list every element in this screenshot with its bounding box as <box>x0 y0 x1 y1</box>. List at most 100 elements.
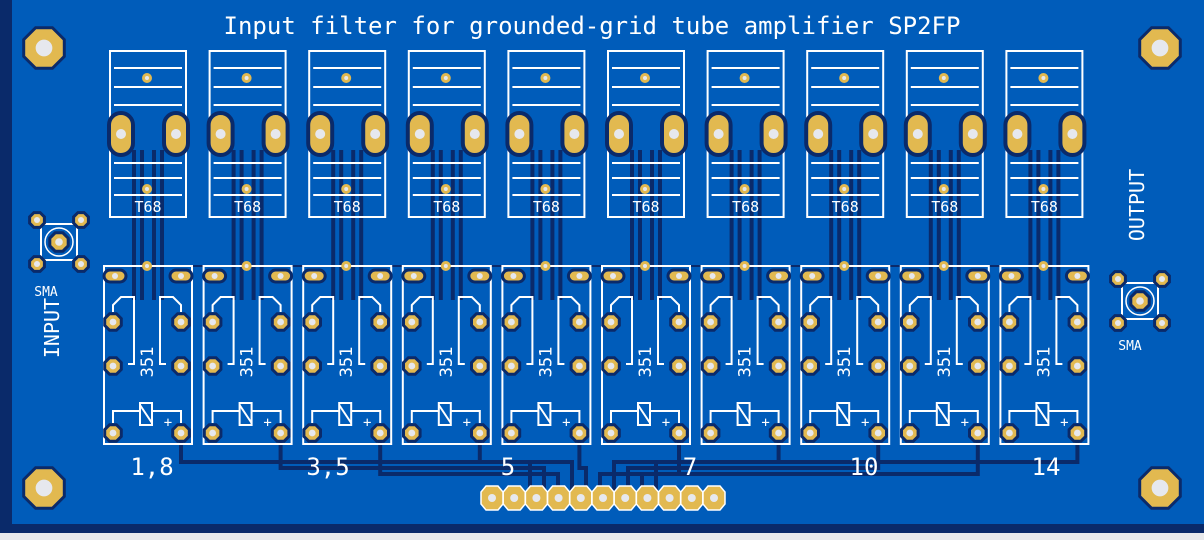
via-hole <box>1041 187 1046 191</box>
drill-hole <box>109 318 117 326</box>
contact-symbol <box>1008 296 1079 365</box>
drill-hole <box>607 318 615 326</box>
relay: +351 <box>401 261 493 445</box>
filter-unit: T68+351 <box>700 50 792 445</box>
via-hole <box>842 187 847 191</box>
trace <box>278 432 546 497</box>
coil-slash <box>437 404 452 424</box>
relay-label: 351 <box>238 347 258 378</box>
drill-hole <box>675 429 683 437</box>
drill-hole <box>507 362 515 370</box>
toroid-label: T68 <box>433 198 460 216</box>
drill-hole <box>488 494 496 502</box>
via-hole <box>543 264 548 268</box>
drill-hole <box>974 273 981 279</box>
drill-hole <box>308 362 316 370</box>
drill-hole <box>1073 318 1081 326</box>
toroid-label: T68 <box>632 198 659 216</box>
drill-hole <box>1151 39 1169 57</box>
drill-hole <box>476 362 484 370</box>
drill-hole <box>906 318 914 326</box>
drill-hole <box>906 429 914 437</box>
drill-hole <box>912 129 923 139</box>
drill-hole <box>33 260 41 268</box>
filter-unit: T68 +351 <box>202 50 294 445</box>
filter-unit: T68 +351 <box>600 50 692 445</box>
toroid-inductor: T68 <box>1003 50 1087 218</box>
drill-hole <box>676 273 682 279</box>
filter-unit: T68+351 <box>500 50 592 445</box>
drill-hole <box>370 129 381 139</box>
relay-label: 351 <box>138 347 158 378</box>
group-label: 14 <box>1032 453 1061 481</box>
relay: +351 <box>202 261 294 445</box>
drill-hole <box>610 273 616 279</box>
drill-hole <box>1008 273 1015 279</box>
drill-hole <box>576 494 585 502</box>
toroid-label: T68 <box>234 198 261 216</box>
coil-slash <box>537 404 552 424</box>
contact-symbol <box>510 296 581 365</box>
drill-hole <box>874 318 882 326</box>
via-hole <box>941 264 946 268</box>
input-label: INPUT <box>40 298 64 358</box>
toroid-inductor: T68 <box>107 50 190 218</box>
toroid-inductor: T68 <box>804 50 888 218</box>
via-hole <box>443 76 448 80</box>
via-hole <box>1041 76 1046 80</box>
drill-hole <box>813 129 824 139</box>
drill-hole <box>974 429 982 437</box>
input-sma-label: SMA <box>34 285 58 300</box>
toroid-inductor: T68 <box>704 50 788 218</box>
trace <box>477 432 574 497</box>
relay: +351 <box>600 261 692 445</box>
drill-hole <box>713 129 724 139</box>
output-sma-connector <box>1109 270 1171 332</box>
relay-plus-sign: + <box>1060 415 1068 431</box>
drill-hole <box>514 129 525 139</box>
drill-hole <box>1005 429 1013 437</box>
drill-hole <box>178 273 184 279</box>
drill-hole <box>112 273 118 279</box>
toroid-label: T68 <box>334 198 361 216</box>
drill-hole <box>806 362 814 370</box>
drill-hole <box>806 318 814 326</box>
coil-slash <box>238 404 253 424</box>
drill-hole <box>211 273 218 279</box>
relay-label: 351 <box>636 347 656 378</box>
via-hole <box>643 76 647 80</box>
drill-hole <box>599 494 607 502</box>
coil-slash <box>736 404 751 424</box>
drill-hole <box>669 129 679 139</box>
filter-unit: T68+351 <box>899 50 991 445</box>
toroid-label: T68 <box>134 198 161 216</box>
drill-hole <box>469 129 480 139</box>
drill-hole <box>311 273 318 279</box>
drill-hole <box>643 494 652 502</box>
coil-slash <box>935 404 950 424</box>
via-hole <box>145 187 149 191</box>
drill-hole <box>308 429 316 437</box>
drill-hole <box>675 362 683 370</box>
drill-hole <box>109 362 117 370</box>
drill-hole <box>532 494 541 502</box>
drill-hole <box>270 129 281 139</box>
filter-unit: T68 +351 <box>799 50 891 445</box>
relay: +351 <box>500 261 592 445</box>
group-label: 1,8 <box>130 453 173 481</box>
drill-hole <box>775 318 783 326</box>
drill-hole <box>1158 275 1166 283</box>
traces <box>120 150 1085 497</box>
drill-hole <box>908 273 915 279</box>
via-hole <box>1041 264 1046 268</box>
drill-hole <box>277 362 285 370</box>
drill-hole <box>1136 297 1144 305</box>
relay: +351 <box>799 261 891 445</box>
drill-hole <box>875 273 882 279</box>
relay-label: 351 <box>736 347 756 378</box>
drill-hole <box>410 273 417 279</box>
coil-slash <box>1035 404 1050 424</box>
drill-hole <box>1073 429 1081 437</box>
drill-hole <box>1012 129 1023 139</box>
drill-hole <box>607 362 615 370</box>
